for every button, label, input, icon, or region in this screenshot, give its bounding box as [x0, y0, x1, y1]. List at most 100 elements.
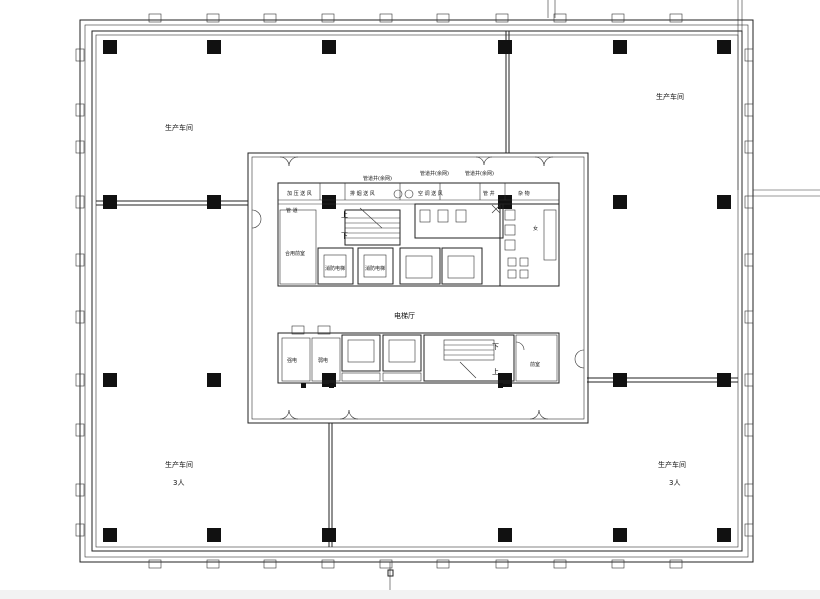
facade-mullion	[744, 423, 754, 437]
facade-mullion	[75, 195, 85, 209]
column	[322, 528, 336, 542]
facade-mullion	[744, 523, 754, 537]
pipe-shaft-label: 管 井	[483, 190, 495, 197]
zone-labels: 生产车间 生产车间 生产车间 生产车间 3人 3人 电梯厅	[165, 92, 686, 487]
facade-mullion	[744, 253, 754, 267]
facade-mullion	[553, 559, 567, 569]
facade-mullion	[379, 13, 393, 23]
anteroom-label: 前室	[530, 361, 540, 368]
column	[207, 373, 221, 387]
facade-mullion	[75, 483, 85, 497]
facade-mullion	[206, 13, 220, 23]
duct-room-label: 管 道	[286, 207, 298, 214]
occupancy-se: 3人	[669, 479, 680, 487]
column	[207, 528, 221, 542]
facade-mullion	[148, 559, 162, 569]
column	[717, 40, 731, 54]
column	[498, 528, 512, 542]
column	[613, 373, 627, 387]
facade-mullion	[263, 559, 277, 569]
duct-label-3: 管道井(余网)	[465, 170, 494, 177]
zone-label-nw: 生产车间	[165, 123, 193, 132]
facade-mullion	[148, 13, 162, 23]
facade-mullion	[744, 140, 754, 154]
facade-mullion	[744, 48, 754, 62]
storage-label: 杂 物	[518, 190, 530, 197]
ac-shaft-label: 空 调 送 风	[418, 190, 443, 197]
column	[103, 528, 117, 542]
occupancy-sw: 3人	[173, 479, 184, 487]
duct-label-1: 管道井(余网)	[363, 175, 392, 182]
column	[613, 195, 627, 209]
facade-mullion	[75, 103, 85, 117]
column	[717, 195, 731, 209]
partitions	[96, 31, 738, 547]
facade-mullion	[744, 310, 754, 324]
facade-mullion	[495, 559, 509, 569]
column	[103, 373, 117, 387]
facade-mullion	[75, 253, 85, 267]
column	[498, 195, 512, 209]
fire-control-label: 合用前室	[285, 250, 305, 257]
zone-label-ne: 生产车间	[656, 92, 684, 101]
facade-mullion	[75, 48, 85, 62]
elevator-hall-label: 电梯厅	[394, 311, 415, 320]
upper-core-block	[277, 182, 560, 287]
elevator-label-2: 消防电梯	[365, 265, 385, 272]
facade-mullions	[75, 13, 754, 569]
facade-mullion	[321, 559, 335, 569]
stair-up-label-2: 上	[492, 367, 499, 376]
structural-columns	[103, 40, 731, 542]
zone-label-se: 生产车间	[658, 460, 686, 469]
column	[498, 40, 512, 54]
lower-core-block	[277, 325, 560, 388]
stair-down-label-1: 下	[341, 232, 348, 240]
facade-mullion	[669, 559, 683, 569]
facade-mullion	[436, 559, 450, 569]
column	[322, 40, 336, 54]
core-outline	[247, 152, 589, 424]
facade-mullion	[744, 195, 754, 209]
facade-mullion	[744, 373, 754, 387]
column	[322, 195, 336, 209]
facade-mullion	[75, 140, 85, 154]
stair-down-label-2: 下	[492, 343, 499, 351]
facade-mullion	[611, 13, 625, 23]
column	[717, 528, 731, 542]
duct-label-2: 管道井(余网)	[420, 170, 449, 177]
stair-up-label-1: 上	[341, 210, 348, 219]
column	[207, 195, 221, 209]
column	[207, 40, 221, 54]
column	[103, 195, 117, 209]
building-envelope	[79, 19, 754, 563]
facade-mullion	[75, 310, 85, 324]
site-lines	[387, 0, 820, 590]
column	[613, 40, 627, 54]
column	[103, 40, 117, 54]
column	[717, 373, 731, 387]
door-swings	[251, 156, 585, 420]
facade-mullion	[75, 423, 85, 437]
facade-mullion	[495, 13, 509, 23]
wc-ladies-label: 女	[533, 225, 538, 232]
facade-mullion	[744, 103, 754, 117]
smoke-shaft-label: 加 压 送 风	[287, 190, 312, 197]
zone-label-sw: 生产车间	[165, 460, 193, 469]
column	[613, 528, 627, 542]
elevator-label-1: 消防电梯	[325, 265, 345, 272]
facade-mullion	[321, 13, 335, 23]
bottom-band	[0, 590, 820, 599]
elec-room-label-1: 强电	[287, 357, 297, 364]
facade-mullion	[75, 523, 85, 537]
facade-mullion	[379, 559, 393, 569]
facade-mullion	[744, 483, 754, 497]
core-labels: 管道井(余网) 管道井(余网) 管道井(余网) 加 压 送 风 排 烟 送 风 …	[285, 170, 540, 376]
facade-mullion	[669, 13, 683, 23]
facade-mullion	[611, 559, 625, 569]
elec-room-label-2: 弱电	[318, 357, 328, 364]
facade-mullion	[75, 373, 85, 387]
facade-mullion	[263, 13, 277, 23]
facade-mullion	[553, 13, 567, 23]
exhaust-shaft-label: 排 烟 送 风	[350, 190, 375, 197]
